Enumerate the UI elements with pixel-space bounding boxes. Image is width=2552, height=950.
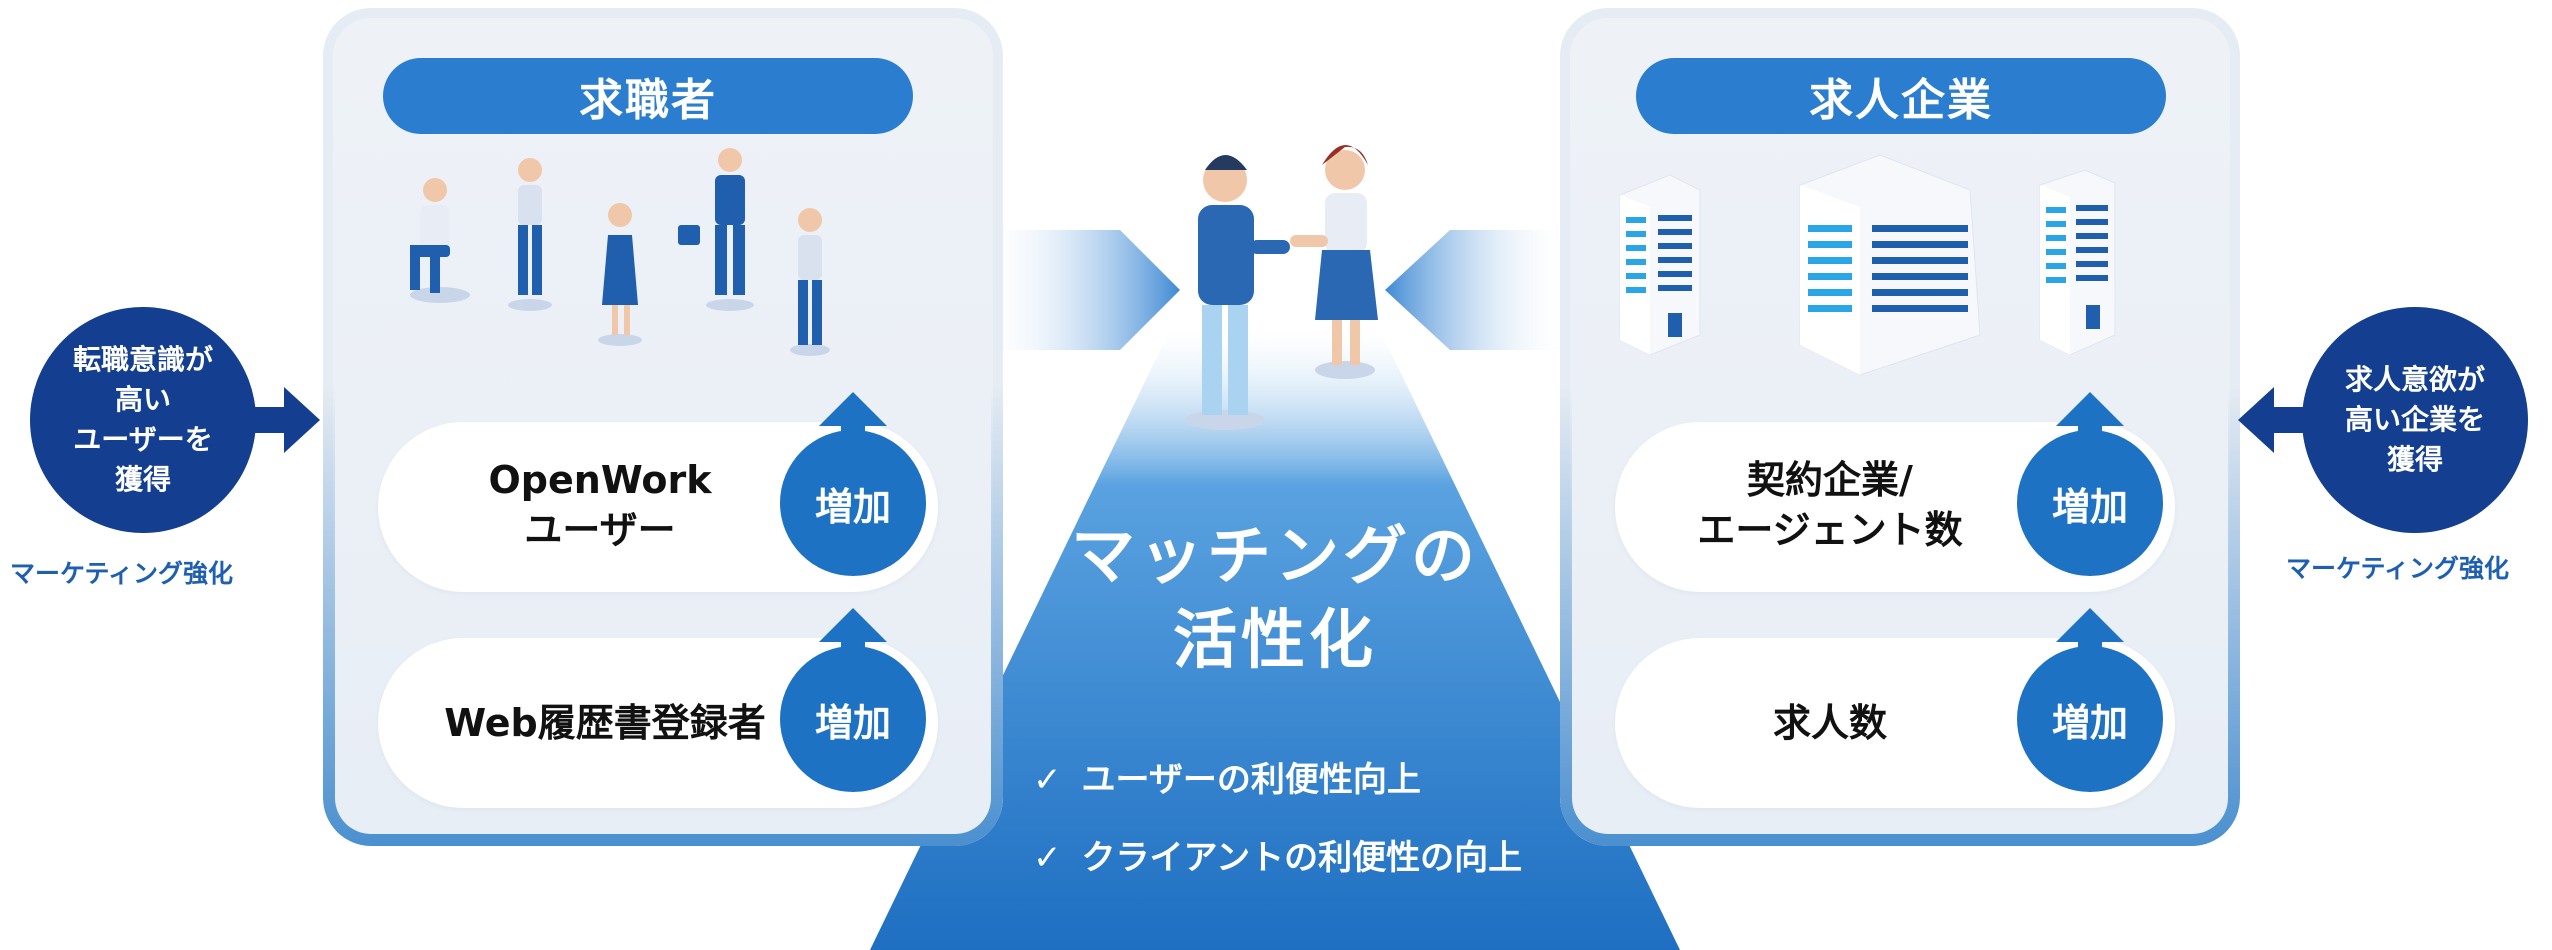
up-arrow-icon xyxy=(2056,392,2124,426)
up-arrow-icon xyxy=(2056,608,2124,642)
check-icon: ✓ xyxy=(1033,760,1062,800)
check-item: ✓ ユーザーの利便性向上 xyxy=(1033,752,1421,801)
increase-badge: 増加 xyxy=(2017,646,2163,792)
job-seekers-title: 求職者 xyxy=(383,58,913,134)
right-acquisition-circle: 求人意欲が 高い企業を 獲得 xyxy=(2302,307,2528,533)
check-item-label: ユーザーの利便性向上 xyxy=(1081,760,1421,800)
right-arrow-icon xyxy=(250,387,320,453)
check-icon: ✓ xyxy=(1033,838,1062,878)
job-seekers-illustration xyxy=(410,148,830,356)
left-acquisition-circle: 転職意識が 高い ユーザーを 獲得 xyxy=(30,307,256,533)
job-postings-label: 求人数 xyxy=(1772,701,1887,745)
openwork-users-label: OpenWork ユーザー xyxy=(488,458,712,552)
web-resume-label: Web履歴書登録者 xyxy=(444,701,766,745)
buildings-illustration xyxy=(1619,154,2116,376)
right-marketing-caption: マーケティング強化 xyxy=(2286,554,2510,583)
matching-activation-title: マッチングの 活性化 xyxy=(1071,520,1479,678)
up-arrow-icon xyxy=(819,608,887,642)
increase-badge: 増加 xyxy=(2017,430,2163,576)
contract-companies-label: 契約企業/ エージェント数 xyxy=(1697,458,1963,552)
left-arrow-icon xyxy=(2238,387,2308,453)
hiring-companies-title: 求人企業 xyxy=(1636,58,2166,134)
check-item: ✓ クライアントの利便性の向上 xyxy=(1033,830,1522,879)
up-arrow-icon xyxy=(819,392,887,426)
check-item-label: クライアントの利便性の向上 xyxy=(1081,838,1523,878)
left-marketing-caption: マーケティング強化 xyxy=(10,559,234,588)
handshake-illustration xyxy=(1185,145,1378,430)
increase-badge: 増加 xyxy=(780,646,926,792)
increase-badge: 増加 xyxy=(780,430,926,576)
